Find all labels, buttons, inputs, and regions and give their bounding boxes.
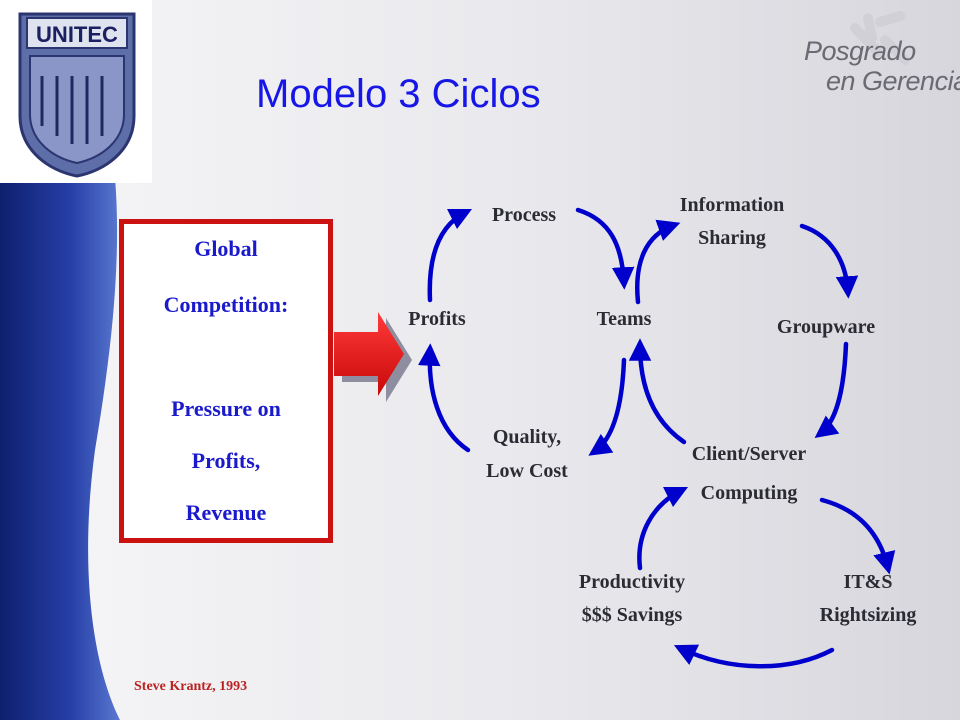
label-productivity: Productivity [578, 571, 686, 593]
box-line-profits: Profits, [191, 448, 261, 473]
label-low-cost: Low Cost [486, 460, 568, 482]
label-savings: $$$ Savings [581, 604, 683, 626]
curved-arrow-itas-to-productivity [673, 644, 835, 669]
credit-text: Steve Krantz, 1993 [134, 679, 248, 694]
logo-left-text: UNITEC [36, 22, 118, 47]
box-line-competition: Competition: [163, 292, 289, 317]
label-sharing: Sharing [698, 227, 766, 249]
label-itas: IT&S [843, 571, 893, 593]
label-client-server: Client/Server [691, 443, 807, 465]
curved-arrow-client-to-teams [628, 338, 687, 445]
label-computing: Computing [700, 482, 798, 504]
logo-right-line2: en Gerencia [826, 66, 960, 96]
decorative-strokes [850, 11, 910, 65]
unitec-shield-icon: UNITEC [18, 12, 136, 178]
curved-arrow-teams-to-quality [588, 357, 627, 456]
curved-arrow-teams-to-info [635, 219, 681, 305]
box-line-revenue: Revenue [185, 500, 267, 525]
curved-arrow-process-to-teams [575, 207, 635, 290]
box-line-global: Global [194, 236, 258, 261]
pressure-box: Global Competition: Pressure on Profits,… [119, 219, 333, 543]
label-rightsizing: Rightsizing [819, 604, 917, 626]
label-information: Information [679, 194, 785, 216]
label-profits: Profits [408, 308, 466, 330]
box-line-pressure: Pressure on [171, 396, 281, 421]
label-process: Process [491, 204, 557, 226]
label-teams: Teams [596, 308, 652, 330]
curved-arrow-info-to-groupware [799, 223, 859, 299]
curved-arrow-quality-to-profits [417, 343, 471, 453]
slide-title: Modelo 3 Ciclos [256, 72, 541, 116]
label-groupware: Groupware [776, 316, 876, 338]
label-quality: Quality, [492, 426, 562, 448]
curved-arrow-profits-to-process [427, 208, 473, 303]
curved-arrow-computing-to-itas [819, 497, 896, 575]
curved-arrow-groupware-to-client [814, 341, 849, 439]
right-block-arrow-icon [334, 312, 412, 402]
logo-right-line1: Posgrado [804, 36, 916, 66]
curved-arrow-productivity-to-computing [637, 486, 689, 571]
